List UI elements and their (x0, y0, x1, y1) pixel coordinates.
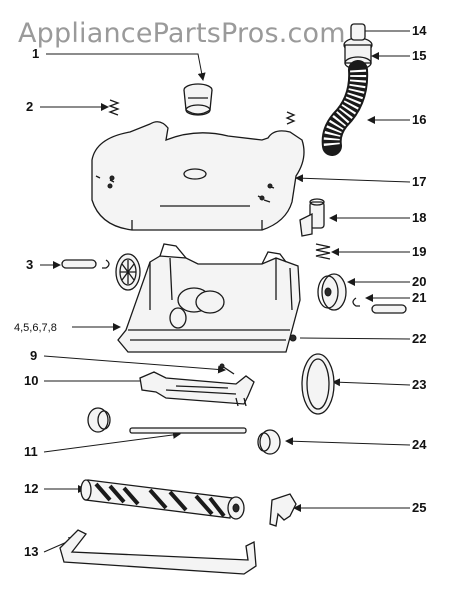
callout-2: 2 (26, 99, 33, 114)
part-19-spring (315, 243, 331, 260)
callout-10: 10 (24, 373, 38, 388)
part-11-drive-shaft (87, 407, 247, 434)
callout-22: 22 (412, 331, 426, 346)
part-10-bottom-plate (139, 371, 255, 407)
part-4-8-base (117, 243, 301, 353)
part-24-end-cap (257, 429, 281, 455)
part-25-belt-guard (269, 493, 297, 527)
part-3-axle (61, 259, 110, 269)
callout-3: 3 (26, 257, 33, 272)
callout-11: 11 (24, 444, 38, 459)
callout-9: 9 (30, 348, 37, 363)
callout-14: 14 (412, 23, 427, 38)
part-23-belt (301, 353, 335, 415)
part-2-spring (108, 99, 296, 125)
callout-24: 24 (412, 437, 427, 452)
part-18-pedal (299, 198, 325, 237)
callout-19: 19 (412, 244, 426, 259)
part-13-bumper (59, 529, 257, 575)
part-21-axle (352, 297, 407, 314)
callout-1: 1 (32, 46, 39, 61)
part-1-hose-connector (183, 83, 213, 116)
part-20-wheel (317, 273, 347, 311)
part-15-swivel-fitting (343, 23, 373, 70)
callout-17: 17 (412, 174, 426, 189)
part-16-corrugated-hose (321, 60, 369, 156)
callout-18: 18 (412, 210, 426, 225)
callout-13: 13 (24, 544, 38, 559)
leader-lines (40, 30, 411, 553)
callout-16: 16 (412, 112, 426, 127)
left-rear-wheel (115, 253, 141, 291)
part-12-brush-roll (80, 479, 245, 520)
callout-21: 21 (412, 290, 426, 305)
callout-20: 20 (412, 274, 426, 289)
callout-4-8: 4,5,6,7,8 (14, 322, 57, 334)
callout-15: 15 (412, 48, 426, 63)
callout-12: 12 (24, 481, 38, 496)
callout-25: 25 (412, 500, 426, 515)
part-17-hood (91, 121, 305, 231)
part-9-screw (219, 363, 235, 375)
watermark-text: AppliancePartsPros.com (18, 18, 346, 49)
callout-23: 23 (412, 377, 426, 392)
